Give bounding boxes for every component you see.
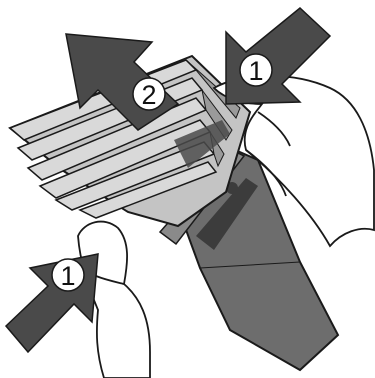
step-number-upper-right: 1: [248, 56, 263, 86]
step-badge-upper-right: 1: [240, 54, 272, 86]
step-number-lower-left: 1: [60, 261, 75, 291]
step-number-center: 2: [141, 80, 156, 110]
step-badge-lower-left: 1: [52, 259, 84, 291]
push-arrow-lower-left: [6, 254, 98, 352]
step-badge-center: 2: [133, 78, 165, 110]
